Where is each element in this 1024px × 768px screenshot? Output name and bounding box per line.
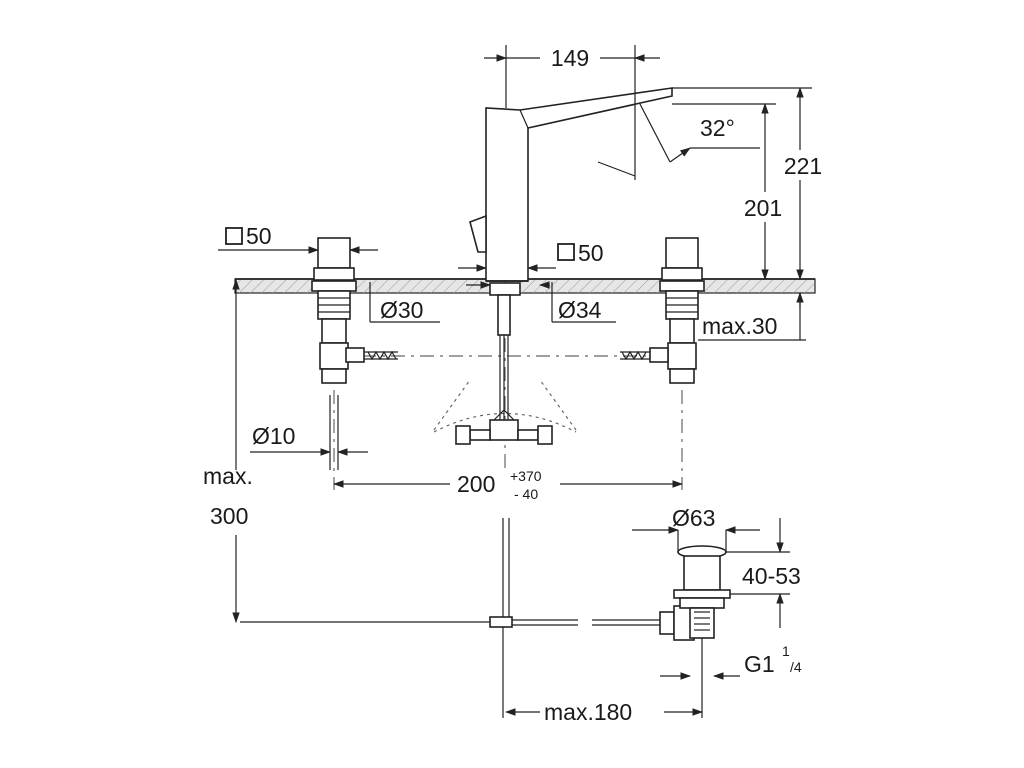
dim-201: 201 [744, 195, 782, 221]
dimension-spout-reach: 149 [484, 45, 660, 180]
dimension-deck-thickness: max.30 [698, 291, 806, 341]
dim-200: 200 [457, 471, 495, 497]
dim-200-minus: - 40 [514, 486, 538, 502]
dim-149: 149 [551, 45, 589, 71]
dim-square50-left: 50 [246, 223, 272, 249]
dim-200-plus: +370 [510, 468, 542, 484]
right-valve [620, 237, 705, 490]
dimension-spout-square: 50 [458, 240, 604, 272]
dimension-hole-left: Ø30 [369, 282, 440, 323]
dimension-lever-reach: max.180 [504, 699, 704, 725]
dim-g1-sup: 1 [782, 643, 790, 659]
dim-dia34: Ø34 [558, 297, 602, 323]
dimension-hole-center: Ø34 [466, 281, 616, 323]
dimension-below-deck: max. 300 [203, 278, 253, 624]
dimension-spread: 200 +370 - 40 [332, 468, 684, 502]
dim-40-53: 40-53 [742, 563, 801, 589]
dimension-heights: 221 201 [672, 86, 822, 281]
dim-square50-spout: 50 [578, 240, 604, 266]
dim-dia63: Ø63 [672, 505, 715, 531]
dim-g1-sub: /4 [790, 659, 802, 675]
dim-221: 221 [784, 153, 822, 179]
dim-32deg: 32° [700, 115, 735, 141]
dimension-drain: Ø63 40-53 G1 1 /4 [632, 505, 802, 680]
dim-dia30: Ø30 [380, 297, 423, 323]
dim-dia10: Ø10 [252, 423, 295, 449]
dimension-spout-angle: 32° [597, 103, 760, 177]
dim-g1: G1 [744, 651, 775, 677]
spout-body [455, 87, 673, 445]
dimension-supply-pipe: Ø10 [250, 423, 368, 456]
dim-max-label: max. [203, 463, 253, 489]
dim-max180: max.180 [544, 699, 632, 725]
dimension-handle-square: 50 [218, 223, 378, 254]
drain-assembly [240, 518, 731, 718]
dim-max30: max.30 [702, 313, 777, 339]
dim-300: 300 [210, 503, 248, 529]
